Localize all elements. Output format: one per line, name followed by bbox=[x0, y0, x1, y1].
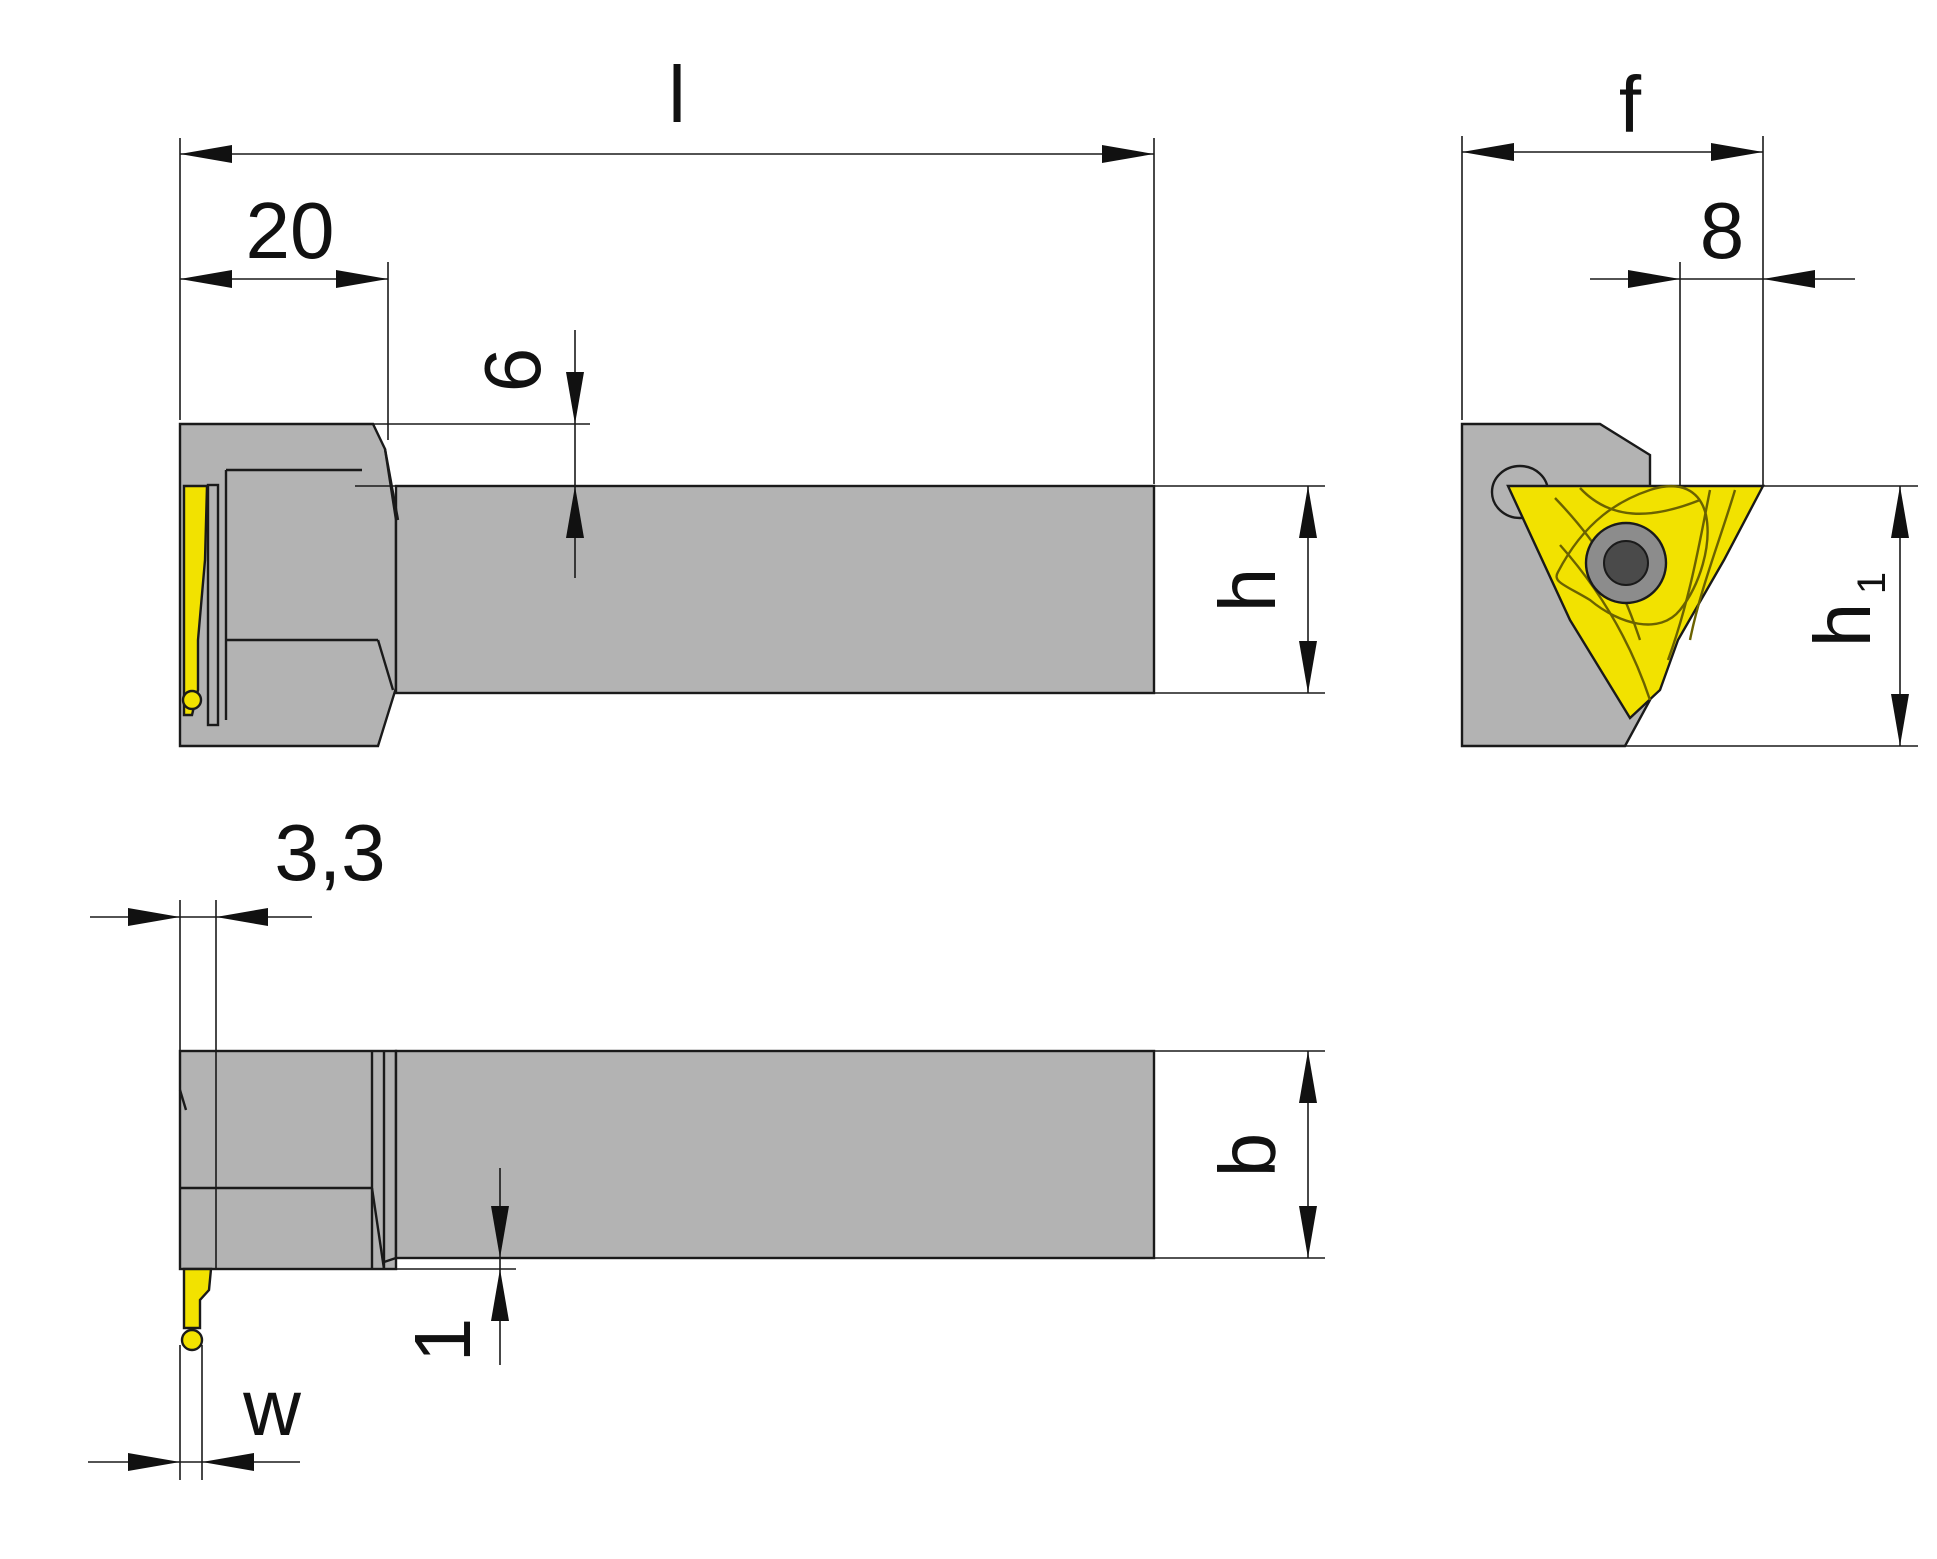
side-insert-blade bbox=[182, 484, 209, 717]
top-shank bbox=[394, 1049, 1156, 1260]
label-b: b bbox=[1203, 1133, 1292, 1178]
dim-l: l bbox=[179, 50, 1155, 484]
end-insert-groove bbox=[1579, 487, 1701, 515]
end-view bbox=[1460, 422, 1765, 748]
end-insert-groove bbox=[1688, 489, 1737, 641]
end-insert-seat bbox=[1555, 485, 1709, 626]
top-view bbox=[178, 1049, 1156, 1352]
top-insert-blade bbox=[182, 1267, 213, 1330]
top-head-chamfer bbox=[370, 1187, 386, 1270]
end-insert-groove bbox=[1559, 544, 1652, 701]
side-insert-tip bbox=[181, 689, 203, 711]
end-insert-groove bbox=[1666, 489, 1712, 661]
label-20: 20 bbox=[246, 186, 335, 275]
label-h: h bbox=[1203, 568, 1292, 613]
dim-w: w bbox=[88, 1345, 301, 1480]
top-head-notch bbox=[178, 1089, 188, 1111]
top-head-step bbox=[383, 1256, 397, 1264]
label-3-3: 3,3 bbox=[274, 808, 385, 897]
label-h1-subscript: 1 bbox=[1850, 572, 1894, 594]
top-head bbox=[178, 1049, 398, 1271]
dim-6: 6 bbox=[355, 330, 590, 578]
label-1: 1 bbox=[398, 1318, 487, 1363]
dim-8: 8 bbox=[1590, 186, 1855, 486]
dim-h: h bbox=[1154, 485, 1325, 694]
dim-h1: h 1 bbox=[1625, 485, 1918, 747]
dim-b: b bbox=[1154, 1050, 1325, 1259]
label-8: 8 bbox=[1700, 186, 1745, 275]
dim-f: f bbox=[1461, 60, 1764, 486]
end-clamp-screw-head bbox=[1603, 540, 1649, 586]
side-head-chamfer bbox=[376, 639, 395, 691]
top-insert-tip bbox=[180, 1328, 204, 1352]
side-head-step bbox=[383, 448, 400, 521]
label-6: 6 bbox=[468, 348, 557, 393]
side-shank bbox=[394, 484, 1156, 695]
dim-1: 1 bbox=[384, 1168, 516, 1365]
dim-3-3: 3,3 bbox=[90, 808, 386, 1270]
side-head-block bbox=[178, 422, 398, 748]
label-l: l bbox=[668, 50, 686, 139]
label-h1: h bbox=[1798, 603, 1887, 648]
dim-20: 20 bbox=[180, 186, 389, 440]
side-clamp-slot bbox=[206, 483, 220, 727]
label-w: w bbox=[242, 1363, 301, 1452]
label-f: f bbox=[1619, 60, 1642, 149]
side-view bbox=[178, 422, 1156, 748]
